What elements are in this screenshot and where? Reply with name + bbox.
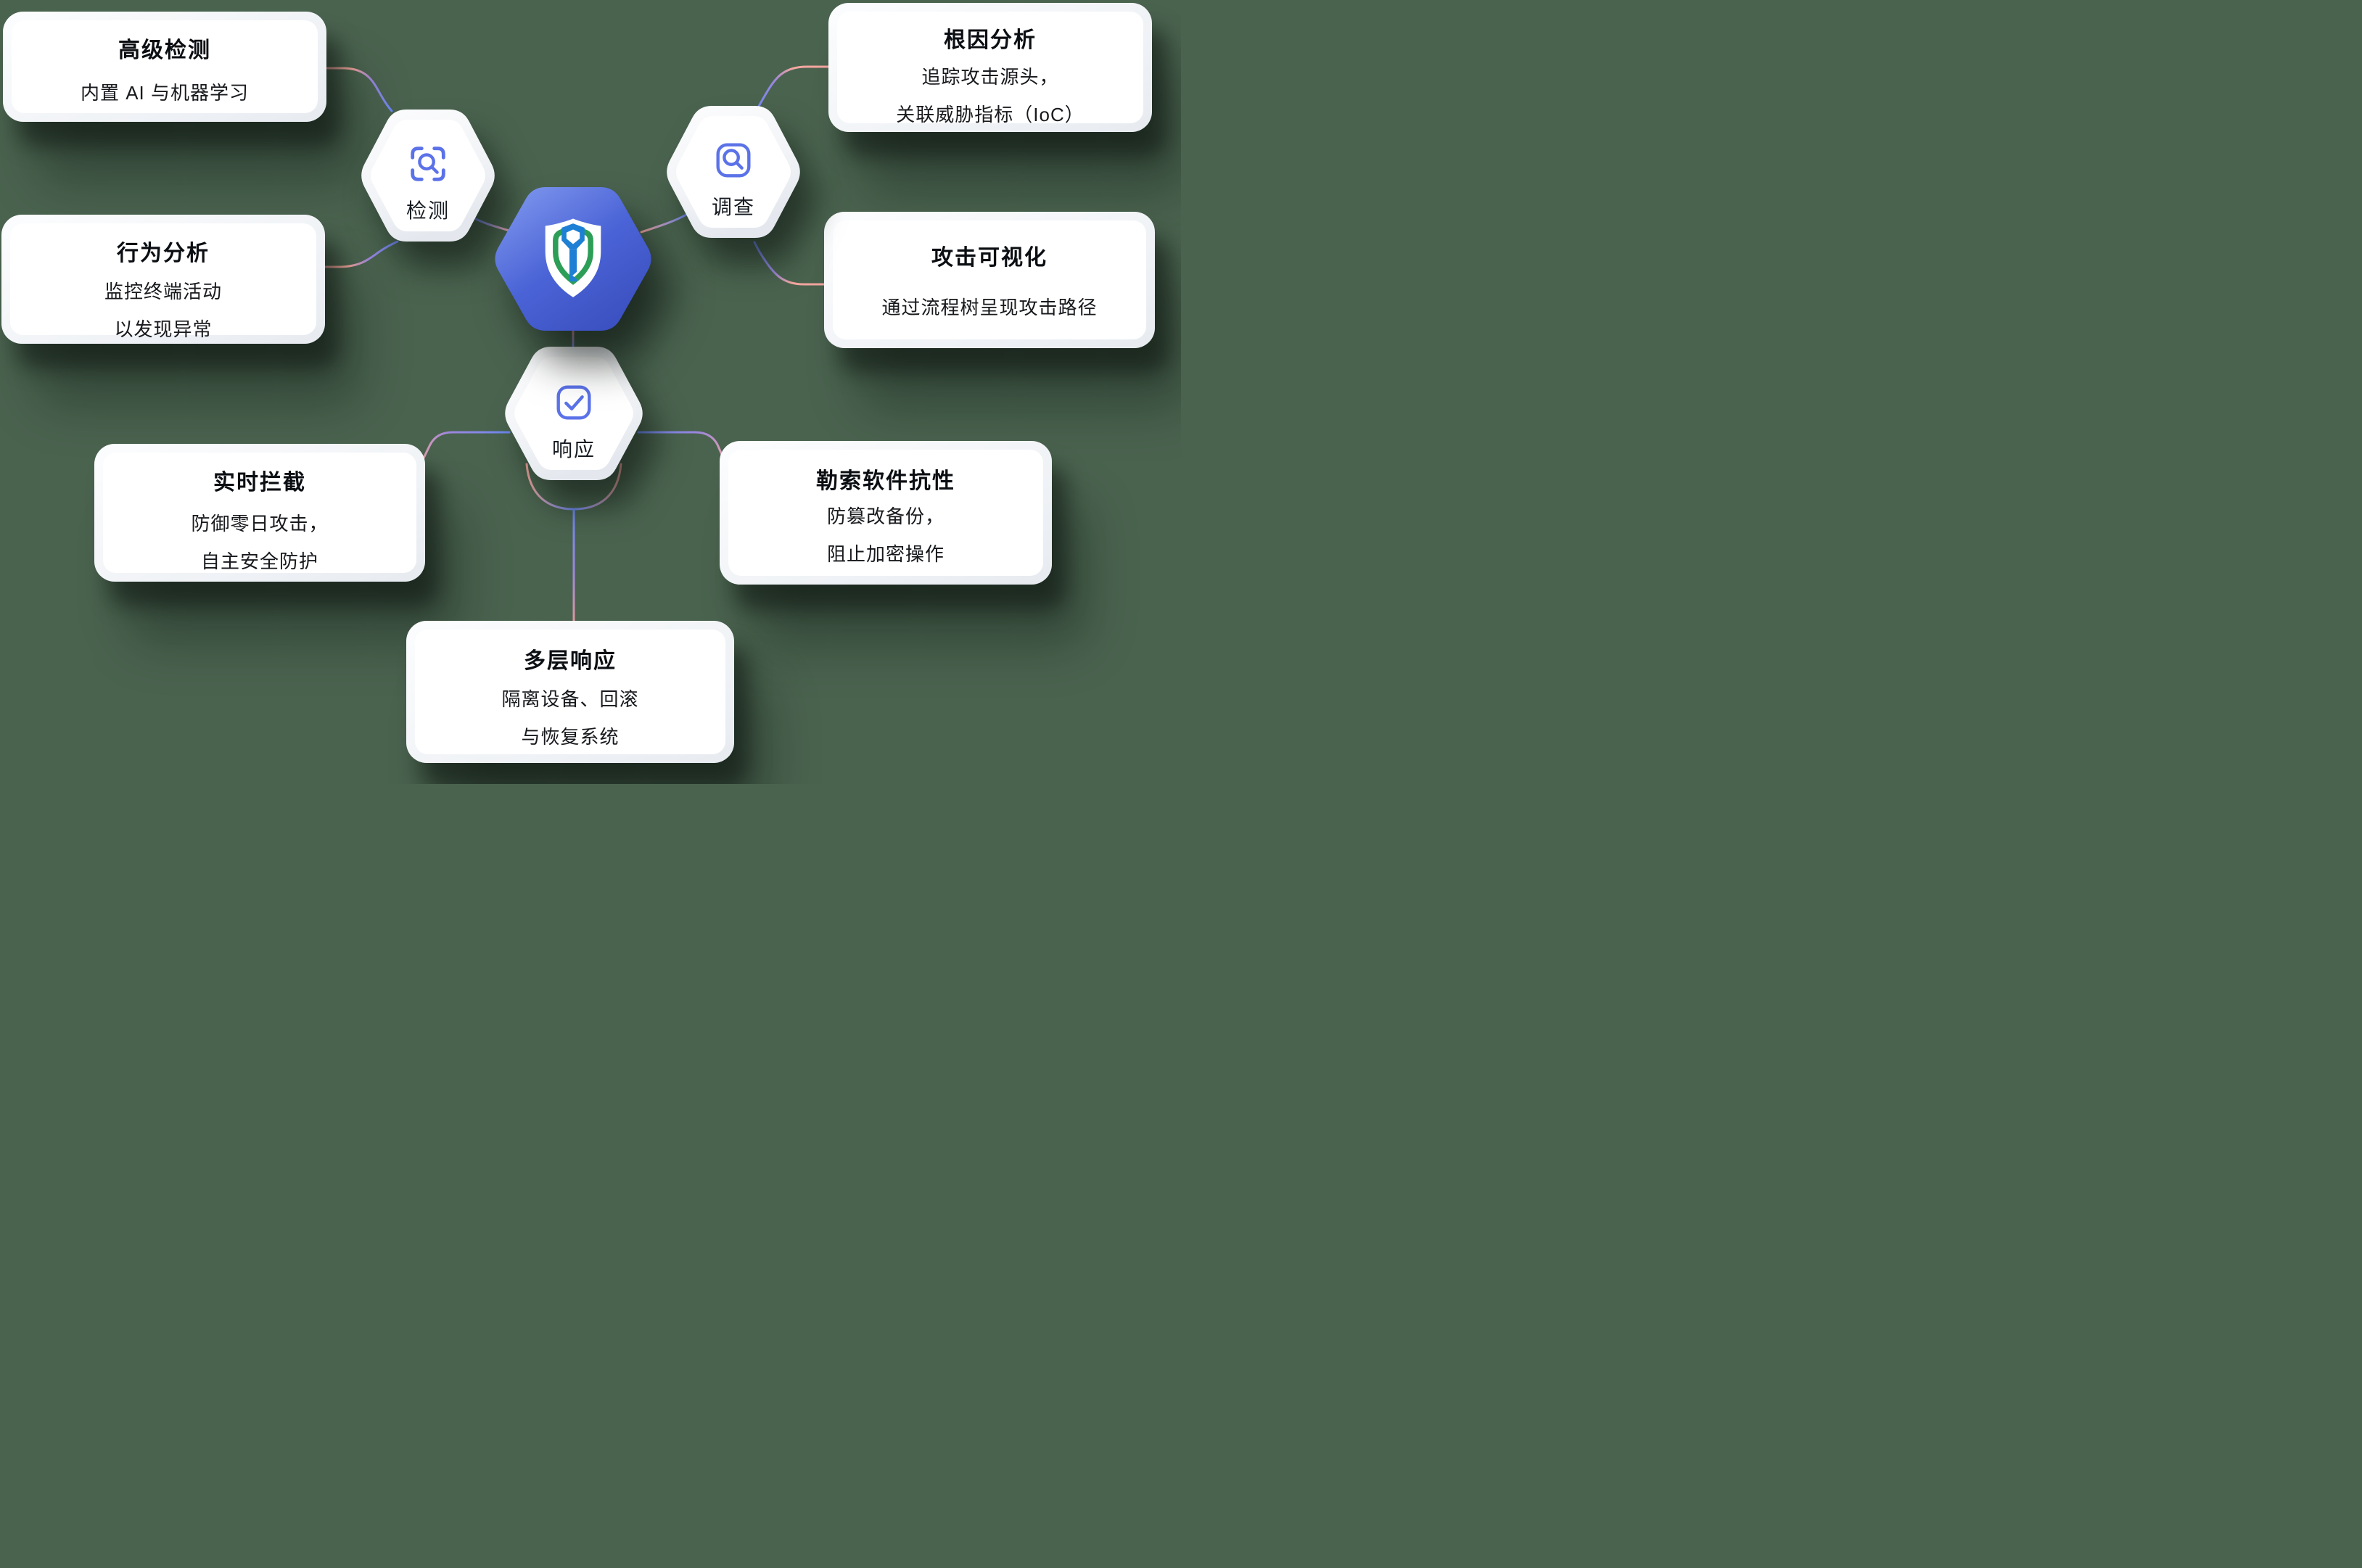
card-line: 隔离设备、回滚 [501, 688, 639, 710]
card-line: 防篡改备份， [826, 506, 945, 527]
card-line: 以发现异常 [114, 318, 213, 340]
card-title: 高级检测 [118, 38, 211, 62]
card-title: 勒索软件抗性 [816, 469, 955, 493]
scan-search-icon [411, 147, 445, 181]
hexagon-respond: 响应 [502, 347, 646, 480]
hexagon-investigate: 调查 [664, 106, 803, 238]
card-line: 追踪攻击源头， [921, 66, 1059, 88]
card-behavior-analysis: 行为分析 监控终端活动 以发现异常 [1, 215, 325, 344]
card-title: 根因分析 [944, 28, 1037, 52]
hexagon-label: 调查 [711, 196, 755, 218]
card-title: 实时拦截 [213, 471, 306, 495]
card-root-cause-analysis: 根因分析 追踪攻击源头， 关联威胁指标（IoC） [828, 3, 1152, 132]
card-line: 内置 AI 与机器学习 [80, 82, 249, 104]
card-line: 阻止加密操作 [826, 543, 945, 565]
card-line: 关联威胁指标（IoC） [896, 104, 1085, 125]
check-square-icon [556, 385, 591, 420]
card-line: 防御零日攻击， [191, 513, 329, 535]
shield-key-icon [545, 218, 601, 297]
card-multilayer-response: 多层响应 隔离设备、回滚 与恢复系统 [406, 621, 734, 763]
card-title: 攻击可视化 [931, 246, 1048, 270]
hexagon-label: 响应 [551, 438, 596, 461]
search-square-icon [716, 143, 751, 178]
card-title: 行为分析 [117, 242, 210, 265]
card-title: 多层响应 [524, 649, 617, 673]
card-line: 监控终端活动 [104, 281, 222, 302]
card-realtime-interception: 实时拦截 防御零日攻击， 自主安全防护 [94, 444, 425, 582]
card-ransomware-resistance: 勒索软件抗性 防篡改备份， 阻止加密操作 [720, 441, 1052, 585]
hexagon-label: 检测 [406, 199, 450, 222]
edr-feature-diagram: 高级检测 内置 AI 与机器学习 根因分析 追踪攻击源头， 关联威胁指标（IoC… [0, 0, 1181, 784]
hexagon-center-logo [492, 187, 654, 331]
hexagon-detect: 检测 [358, 110, 498, 242]
card-advanced-detection: 高级检测 内置 AI 与机器学习 [3, 12, 326, 122]
connector-lines [318, 65, 830, 635]
card-line: 与恢复系统 [521, 726, 620, 748]
card-line: 通过流程树呈现攻击路径 [881, 297, 1098, 318]
card-line: 自主安全防护 [200, 550, 318, 572]
card-attack-visualization: 攻击可视化 通过流程树呈现攻击路径 [824, 212, 1155, 348]
